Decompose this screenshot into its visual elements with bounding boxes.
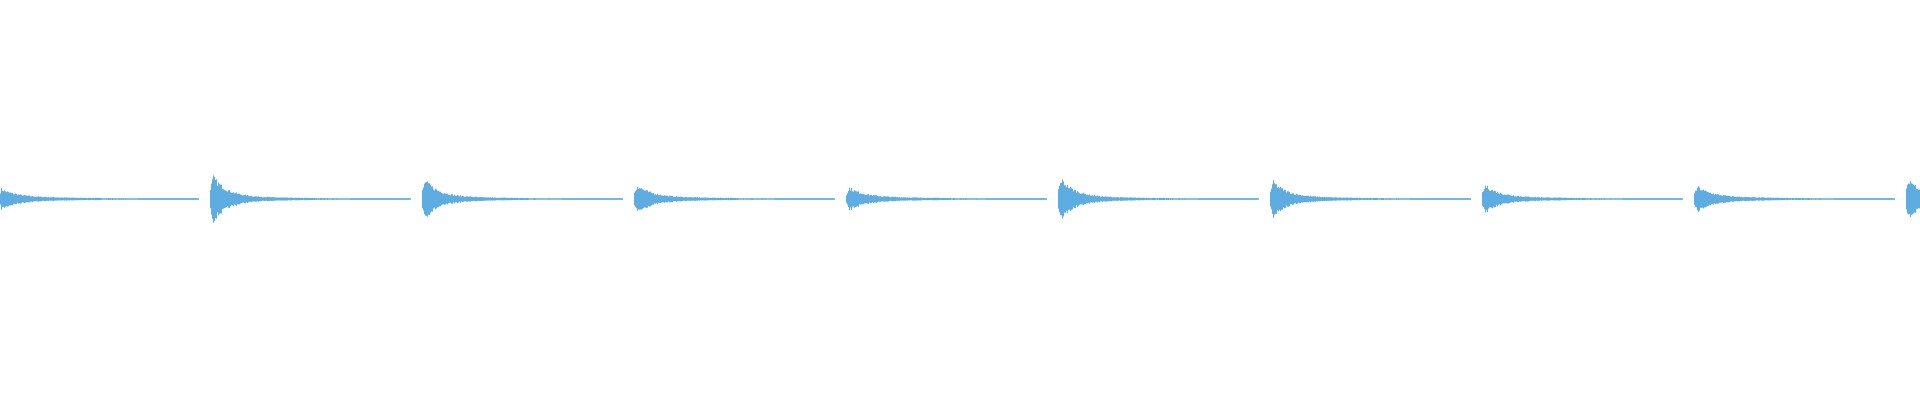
waveform-burst [1694, 186, 1895, 212]
waveform-burst [634, 187, 835, 211]
waveform-burst [1482, 185, 1683, 213]
waveform-burst [210, 175, 411, 223]
waveform-burst [422, 181, 623, 217]
waveform-burst [1058, 179, 1259, 219]
burst-envelope [1906, 181, 1920, 217]
waveform-burst [0, 188, 199, 210]
waveform-burst [1906, 181, 1920, 217]
waveform-burst [846, 187, 1047, 211]
waveform-burst [1270, 180, 1471, 218]
